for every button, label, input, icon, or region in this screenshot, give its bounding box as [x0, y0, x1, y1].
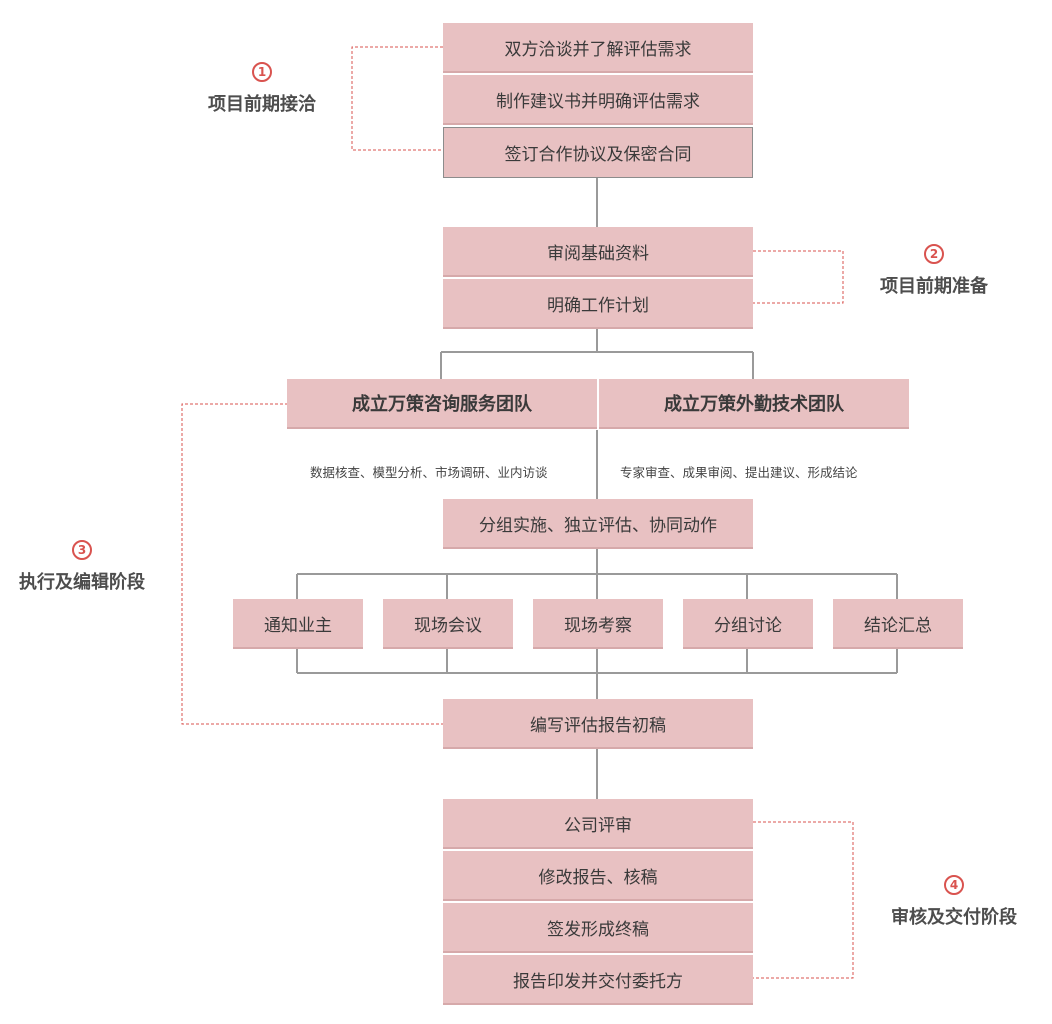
stage-1-title: 项目前期接洽 [208, 94, 316, 115]
team-consulting-note: 数据核查、模型分析、市场调研、业内访谈 [310, 465, 548, 480]
activity-site-inspection: 现场考察 [533, 599, 663, 649]
stage-1-bracket [351, 46, 443, 151]
team-field-technical: 成立万策外勤技术团队 [599, 379, 909, 429]
stage-4-number: 4 [944, 875, 964, 895]
stage-3-number: 3 [72, 540, 92, 560]
activity-group-discussion: 分组讨论 [683, 599, 813, 649]
activity-conclusion-summary: 结论汇总 [833, 599, 963, 649]
stage-2-title: 项目前期准备 [880, 276, 988, 297]
step-deliver-report: 报告印发并交付委托方 [443, 955, 753, 1005]
step-proposal: 制作建议书并明确评估需求 [443, 75, 753, 125]
stage-3-bracket [181, 403, 443, 725]
stage-4-title: 审核及交付阶段 [891, 907, 1017, 928]
step-work-plan: 明确工作计划 [443, 279, 753, 329]
activity-notify-owner: 通知业主 [233, 599, 363, 649]
step-revise-report: 修改报告、核稿 [443, 851, 753, 901]
step-review-materials: 审阅基础资料 [443, 227, 753, 277]
stage-2-number: 2 [924, 244, 944, 264]
stage-4-bracket [753, 821, 854, 979]
step-negotiate-needs: 双方洽谈并了解评估需求 [443, 23, 753, 73]
step-company-review: 公司评审 [443, 799, 753, 849]
step-group-implementation: 分组实施、独立评估、协同动作 [443, 499, 753, 549]
step-sign-agreement: 签订合作协议及保密合同 [443, 127, 753, 178]
activity-site-meeting: 现场会议 [383, 599, 513, 649]
stage-3-title: 执行及编辑阶段 [19, 572, 145, 593]
stage-1-number: 1 [252, 62, 272, 82]
step-final-issue: 签发形成终稿 [443, 903, 753, 953]
step-draft-report: 编写评估报告初稿 [443, 699, 753, 749]
team-consulting: 成立万策咨询服务团队 [287, 379, 597, 429]
team-field-note: 专家审查、成果审阅、提出建议、形成结论 [620, 465, 858, 480]
stage-2-bracket [753, 250, 844, 304]
